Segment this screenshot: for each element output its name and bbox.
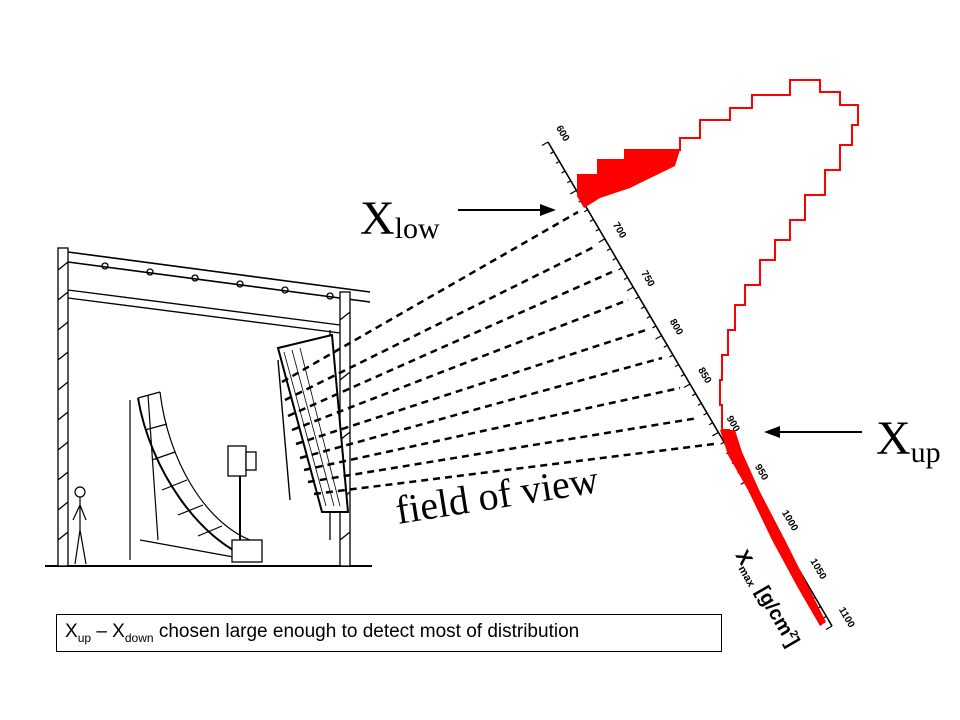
axis-tick-label: 700 (610, 220, 628, 240)
axis-minor-tick (555, 160, 560, 164)
axis-minor-tick (612, 257, 617, 261)
axis-minor-tick (595, 228, 600, 232)
x-low-label: Xlow (360, 192, 440, 245)
arrow-left-icon (764, 426, 862, 438)
high-tail-fill (720, 430, 826, 626)
axis-minor-tick (674, 364, 679, 368)
axis-tick-label: 1050 (807, 557, 828, 582)
axis-major-tick (626, 286, 634, 292)
distribution-outline (577, 79, 859, 431)
axis-tick-label: 950 (752, 462, 770, 482)
axis-minor-tick (691, 393, 696, 397)
axis-minor-tick (697, 402, 702, 406)
arrow-right-icon (458, 204, 556, 216)
person-figure-icon (72, 486, 87, 565)
axis-minor-tick (640, 306, 645, 310)
axis-major-tick (683, 383, 691, 389)
axis-minor-tick (646, 315, 651, 319)
axis-minor-tick (566, 180, 572, 184)
xmax-distribution (577, 79, 859, 626)
telescope-building-drawing (45, 247, 372, 567)
axis-minor-tick (635, 296, 640, 300)
axis-minor-tick (663, 344, 668, 348)
axis-major-tick (825, 625, 833, 631)
axis-minor-tick (720, 441, 725, 445)
low-tail-fill (577, 150, 680, 208)
axis-major-tick (541, 141, 549, 147)
axis-minor-tick (589, 218, 594, 222)
field-of-view-lines (281, 210, 715, 496)
axis-minor-tick (549, 151, 554, 155)
axis-minor-tick (584, 209, 589, 213)
axis-major-tick (712, 431, 719, 437)
caption-text: Xup – Xdown chosen large enough to detec… (65, 621, 580, 645)
axis-tick-label: 750 (638, 269, 656, 289)
field-of-view-label: field of view (392, 456, 601, 532)
axis-minor-tick (669, 354, 674, 358)
axis-minor-tick (561, 170, 566, 174)
axis-minor-tick (652, 325, 657, 329)
axis-tick-label: 800 (667, 317, 685, 337)
axis-tick-label: 1100 (836, 606, 857, 631)
camera-icon (227, 445, 263, 563)
axis-tick-label: 1000 (779, 508, 800, 533)
axis-minor-tick (708, 422, 714, 426)
axis-major-tick (570, 189, 577, 195)
axis-tick-label: 600 (553, 124, 571, 144)
caption-box: Xup – Xdown chosen large enough to detec… (56, 614, 722, 652)
x-up-label: Xup (876, 412, 941, 469)
axis-minor-tick (680, 373, 685, 377)
axis-major-tick (598, 238, 606, 243)
axis-minor-tick (703, 412, 708, 416)
axis-minor-tick (618, 267, 623, 271)
axis-tick-label: 850 (695, 366, 713, 386)
axis-minor-tick (623, 277, 628, 281)
axis-minor-tick (606, 247, 611, 252)
axis-major-tick (655, 335, 662, 340)
